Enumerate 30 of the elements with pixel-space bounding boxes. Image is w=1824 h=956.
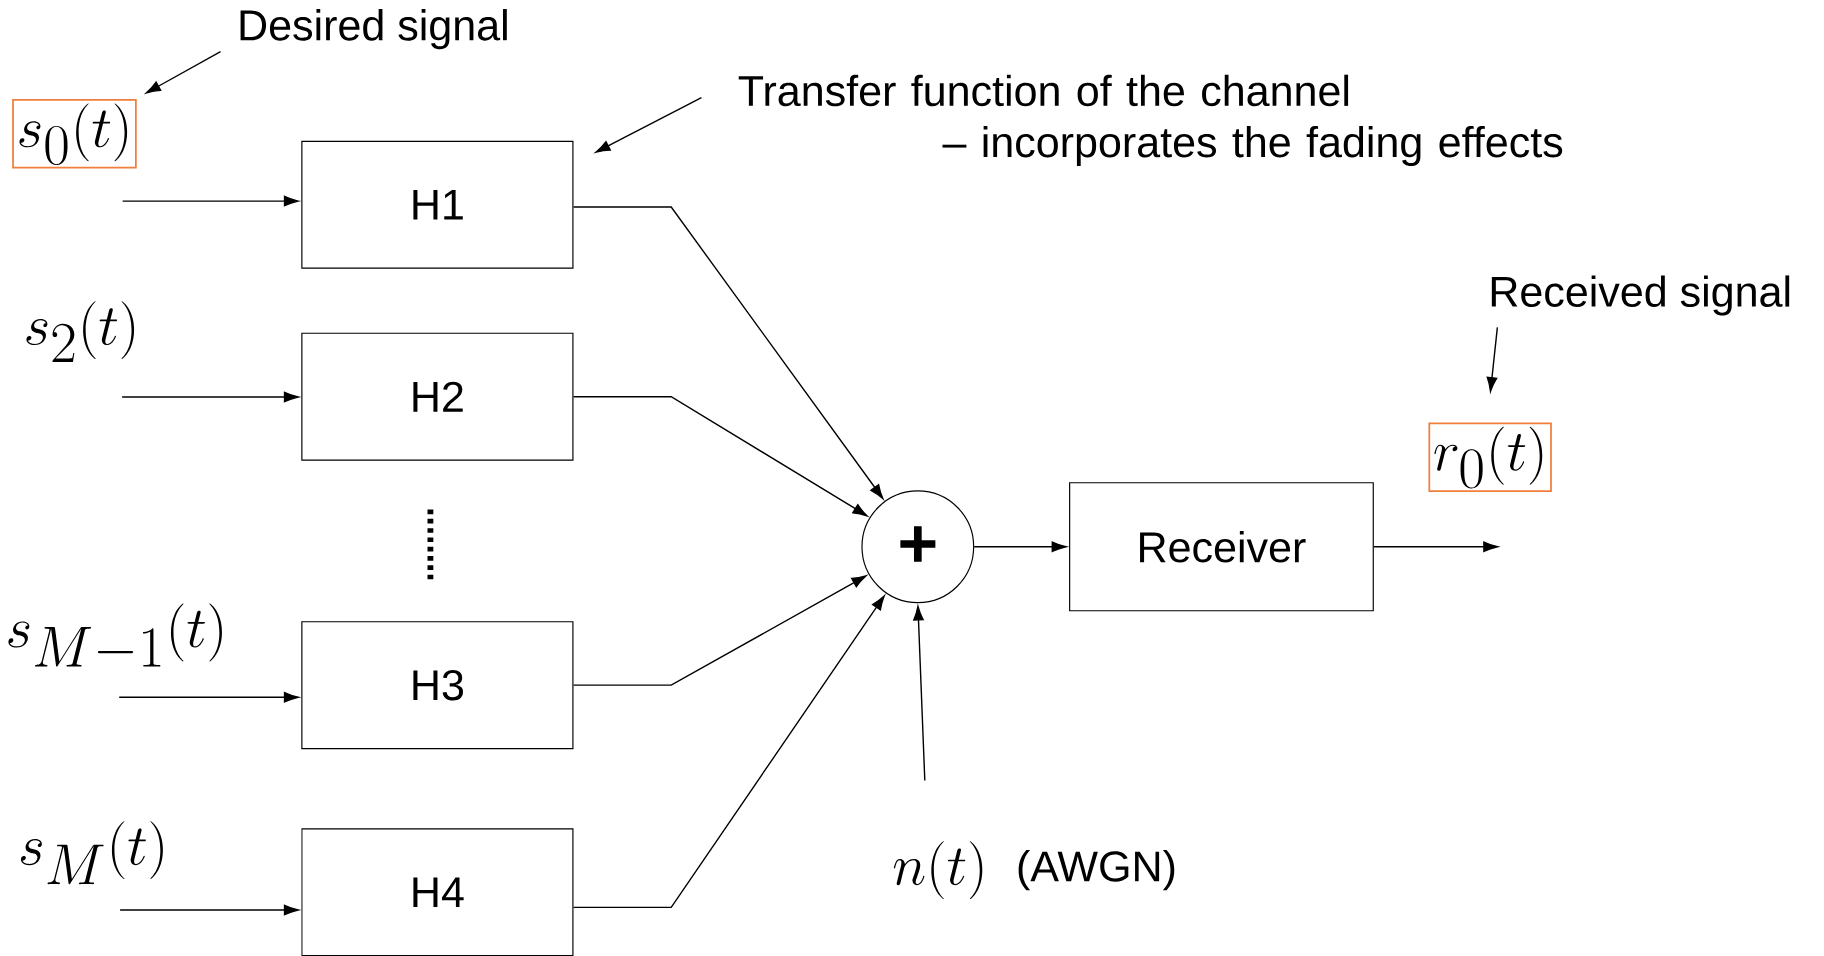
arrow (121, 195, 299, 207)
channel-box: H4 (301, 828, 574, 956)
channel-box: H3 (301, 621, 574, 750)
channel-box: H2 (301, 332, 574, 461)
signal-label: $s_M(t)$ (20, 821, 163, 885)
arrow (119, 904, 299, 916)
arrow (121, 391, 299, 403)
arrow (572, 595, 885, 908)
highlighted-signal-label: $r_0(t)$ (1428, 422, 1552, 492)
leader-line (145, 50, 222, 94)
arrow (572, 575, 867, 686)
receiver-box: Receiver (1069, 482, 1374, 612)
arrow (1373, 541, 1499, 553)
arrow (118, 691, 299, 703)
signal-label: $s_{M-1}(t)$ (8, 603, 222, 667)
arrow (973, 541, 1067, 553)
annotation-text: Received signal (1491, 275, 1790, 316)
annotation-text: (AWGN) (1018, 850, 1175, 891)
signal-label: $s_2(t)$ (26, 301, 135, 362)
highlighted-signal-label: $s_0(t)$ (12, 98, 137, 169)
arrow (572, 395, 868, 517)
channel-box: H1 (301, 140, 574, 269)
annotation-text: Desired signal (240, 8, 507, 50)
leader-line (595, 96, 703, 153)
leader-line (1486, 326, 1499, 392)
arrow (572, 206, 884, 500)
arrow (913, 605, 926, 782)
annotation-text: Transfer function of the channel – incorporates the fading effects (738, 74, 1563, 166)
noise-label: $n(t)$ (893, 841, 983, 899)
summing-junction: + (861, 490, 975, 604)
